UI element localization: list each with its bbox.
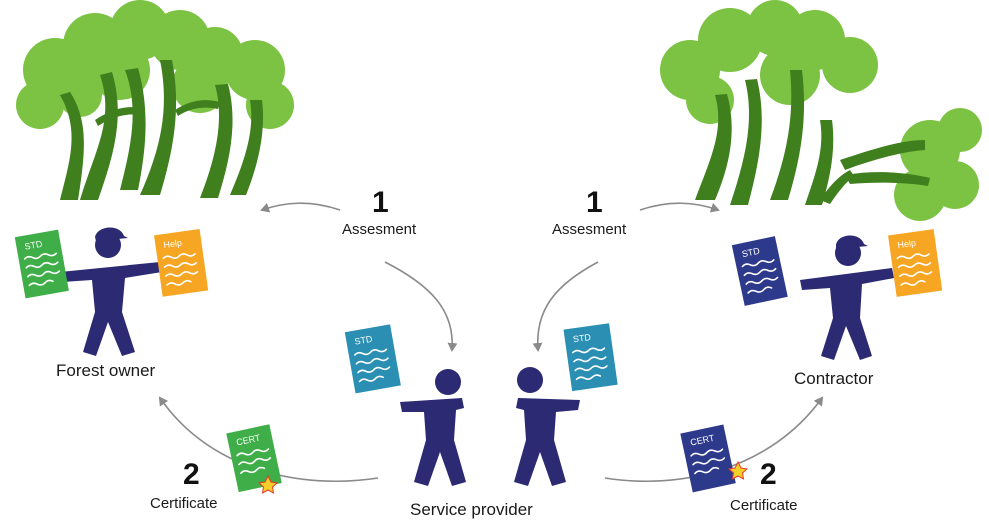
left-certificate-step-number: 2 [183, 458, 200, 491]
service-provider-right-std-document-icon: STD [563, 323, 618, 392]
left-assessment-label: Assesment [342, 221, 417, 238]
help-doc-label: Help [897, 238, 917, 250]
forest-owner-std-document-icon: STD [14, 229, 69, 299]
service-provider-left-std-document-icon: STD [344, 324, 401, 394]
right-assessment-step-number: 1 [586, 186, 603, 219]
service-provider-label: Service provider [410, 500, 533, 519]
assessment-arrow-left-top [260, 202, 341, 213]
left-assessment-step-number: 1 [372, 186, 389, 219]
left-certificate-label: Certificate [150, 495, 218, 512]
forest-owner-figure-icon [60, 227, 162, 356]
contractor-label: Contractor [794, 369, 874, 388]
std-doc-label: STD [741, 246, 761, 260]
right-forest-icon [660, 0, 982, 221]
left-certificate-document-icon: CERT [226, 424, 282, 494]
left-forest-icon [16, 0, 294, 200]
forest-owner-label: Forest owner [56, 361, 156, 380]
assessment-arrow-left-down [384, 261, 458, 352]
contractor-help-document-icon: Help [888, 229, 943, 297]
right-certificate-label: Certificate [730, 497, 798, 514]
star-icon [727, 460, 749, 480]
std-doc-label: STD [354, 334, 374, 347]
assessment-arrow-right-down [532, 261, 599, 352]
assessment-arrow-right-top [639, 202, 720, 213]
service-provider-right-figure-icon [514, 367, 580, 486]
contractor-std-document-icon: STD [731, 236, 788, 306]
star-icon [257, 474, 279, 494]
help-doc-label: Help [163, 238, 183, 250]
right-assessment-label: Assesment [552, 221, 627, 238]
contractor-figure-icon [800, 235, 894, 360]
right-certificate-document-icon: CERT [680, 424, 749, 493]
std-doc-label: STD [572, 332, 592, 344]
right-certificate-step-number: 2 [760, 458, 777, 491]
std-doc-label: STD [24, 239, 44, 252]
service-provider-left-figure-icon [400, 369, 466, 486]
forest-owner-help-document-icon: Help [154, 228, 209, 297]
